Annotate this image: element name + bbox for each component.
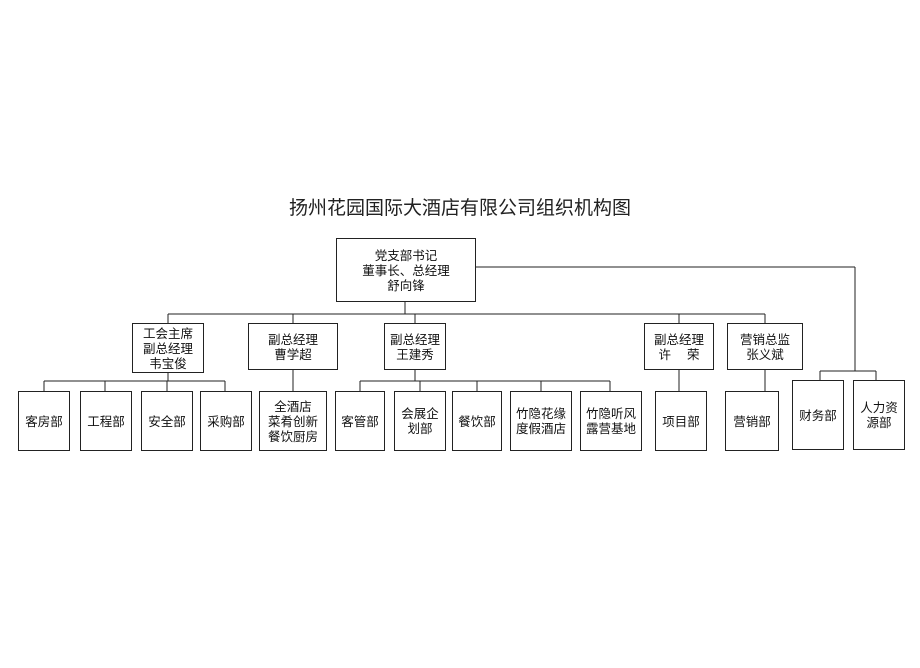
dept-box-camping-base: 竹隐听风 露营基地 — [580, 391, 642, 451]
dept-line: 竹隐听风 — [585, 406, 636, 421]
manager-box-union-chair: 工会主席 副总经理 韦宝俊 — [132, 323, 204, 373]
top-line-2: 董事长、总经理 — [362, 262, 450, 278]
dept-line: 安全部 — [148, 413, 186, 429]
dept-line: 源部 — [866, 415, 892, 430]
top-line-3: 舒向锋 — [387, 277, 425, 293]
manager-box-deputy-wang: 副总经理 王建秀 — [384, 323, 446, 370]
dept-line: 餐饮部 — [458, 413, 496, 429]
dept-box-security: 安全部 — [141, 391, 193, 451]
dept-line: 全酒店 — [274, 398, 312, 414]
dept-line: 客管部 — [341, 413, 379, 429]
dept-box-purchasing: 采购部 — [200, 391, 252, 451]
dept-line: 餐饮厨房 — [267, 428, 318, 444]
top-line-1: 党支部书记 — [374, 247, 438, 263]
dept-box-finance: 财务部 — [792, 380, 844, 450]
dept-line: 划部 — [407, 421, 433, 436]
dept-line: 人力资 — [860, 400, 898, 415]
manager-line: 副总经理 — [653, 331, 704, 347]
manager-line: 副总经理 — [142, 340, 193, 356]
manager-box-deputy-xu: 副总经理 许 荣 — [644, 323, 714, 370]
dept-box-convention-planning: 会展企 划部 — [394, 391, 446, 451]
dept-box-kitchen-innovation: 全酒店 菜肴创新 餐饮厨房 — [259, 391, 327, 451]
manager-line: 张义斌 — [746, 346, 784, 362]
manager-box-deputy-cao: 副总经理 曹学超 — [248, 323, 338, 370]
dept-line: 客房部 — [25, 413, 63, 429]
dept-box-engineering: 工程部 — [80, 391, 132, 451]
manager-line: 王建秀 — [396, 346, 434, 362]
manager-line: 营销总监 — [739, 331, 790, 347]
dept-line: 项目部 — [662, 413, 700, 429]
dept-box-projects: 项目部 — [655, 391, 707, 451]
dept-box-food-beverage: 餐饮部 — [452, 391, 502, 451]
org-chart-title: 扬州花园国际大酒店有限公司组织机构图 — [288, 197, 631, 219]
dept-box-marketing: 营销部 — [725, 391, 779, 451]
dept-line: 会展企 — [401, 406, 439, 421]
top-executive-box: 党支部书记 董事长、总经理 舒向锋 — [336, 238, 476, 302]
dept-box-housekeeping: 客房部 — [18, 391, 70, 451]
manager-box-marketing-director: 营销总监 张义斌 — [727, 323, 803, 370]
manager-line: 副总经理 — [267, 331, 318, 347]
dept-line: 采购部 — [207, 413, 245, 429]
dept-line: 营销部 — [733, 413, 771, 429]
manager-line: 韦宝俊 — [149, 355, 187, 371]
dept-line: 工程部 — [87, 413, 125, 429]
dept-box-human-resources: 人力资 源部 — [853, 380, 905, 450]
dept-line: 菜肴创新 — [267, 413, 318, 429]
dept-box-guest-relations: 客管部 — [335, 391, 385, 451]
manager-line: 曹学超 — [274, 346, 312, 362]
manager-line: 工会主席 — [142, 325, 193, 341]
dept-line: 露营基地 — [585, 421, 636, 436]
manager-line: 副总经理 — [389, 331, 440, 347]
manager-line: 许 荣 — [658, 346, 700, 362]
dept-line: 度假酒店 — [515, 421, 566, 436]
dept-box-resort-hotel: 竹隐花缘 度假酒店 — [510, 391, 572, 451]
dept-line: 财务部 — [799, 407, 837, 423]
dept-line: 竹隐花缘 — [515, 406, 566, 421]
